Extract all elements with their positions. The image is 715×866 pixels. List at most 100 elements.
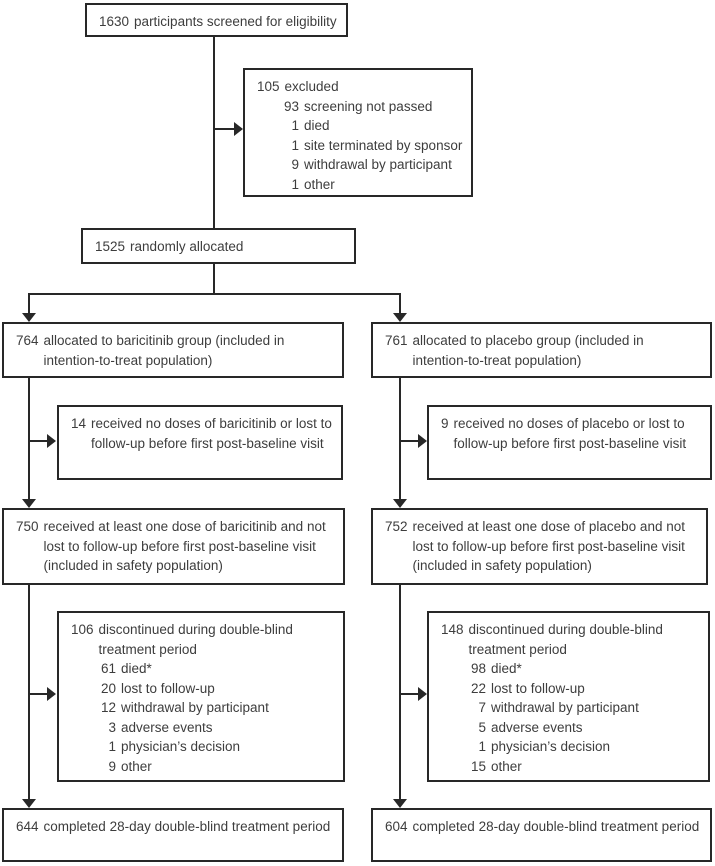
- baricitinib-allocated-count: 764: [16, 333, 39, 348]
- reason-label: withdrawal by participant: [491, 700, 639, 715]
- reason-count: 1: [108, 739, 116, 754]
- connector-placebo-alloc-to-safety: [399, 378, 401, 499]
- discontinued-reason-row: 9 other: [71, 757, 335, 777]
- excluded-reason-row: 1 site terminated by sponsor: [257, 136, 463, 156]
- placebo-discontinued-count: 148: [441, 622, 464, 637]
- excluded-reason-row: 1 other: [257, 175, 463, 195]
- baricitinib-discontinued-box: 106 discontinued during double-blind tre…: [57, 611, 345, 782]
- reason-label: adverse events: [491, 719, 583, 735]
- connector-branch-left-drop: [28, 293, 30, 313]
- baricitinib-notdosed-text: 14 received no doses of baricitinib or l…: [71, 414, 333, 453]
- arrow-down-placebo-icon: [393, 313, 407, 322]
- excluded-count: 105: [257, 79, 280, 94]
- arrow-down-baricitinib-icon: [22, 313, 36, 322]
- excluded-box: 105 excluded 93 screening not passed 1 d…: [243, 68, 473, 197]
- placebo-notdosed-text: 9 received no doses of placebo or lost t…: [441, 414, 702, 453]
- connector-to-excluded: [214, 128, 234, 130]
- placebo-discontinued-label: discontinued during double-blind treatme…: [468, 622, 663, 657]
- reason-label: physician’s decision: [121, 739, 241, 754]
- connector-screened-to-randomised: [213, 37, 215, 228]
- reason-label: died*: [491, 661, 522, 676]
- placebo-safety-count: 752: [385, 519, 408, 534]
- reason-count: 3: [108, 719, 116, 735]
- connector-baricitinib-to-discontinued: [28, 693, 47, 695]
- placebo-allocated-box: 761 allocated to placebo group (included…: [371, 322, 712, 378]
- reason-count: 93: [283, 98, 299, 114]
- arrow-right-baricitinib-notdosed-icon: [47, 434, 56, 448]
- discontinued-reason-row: 1 physician’s decision: [441, 737, 700, 757]
- excluded-reason-row: 93 screening not passed: [257, 97, 463, 117]
- arrow-down-placebo-completed-icon: [393, 799, 407, 808]
- reason-count: 98: [470, 661, 486, 676]
- placebo-safety-label: received at least one dose of placebo an…: [412, 519, 685, 573]
- placebo-completed-box: 604 completed 28-day double-blind treatm…: [371, 808, 712, 862]
- reason-label: adverse events: [121, 719, 213, 735]
- baricitinib-allocated-text: 764 allocated to baricitinib group (incl…: [16, 331, 334, 370]
- reason-label: withdrawal by participant: [121, 700, 269, 715]
- reason-count: 12: [100, 700, 116, 715]
- screened-label: participants screened for eligibility: [134, 14, 337, 29]
- baricitinib-completed-text: 644 completed 28-day double-blind treatm…: [16, 817, 334, 837]
- arrow-down-baricitinib-safety-icon: [22, 499, 36, 508]
- reason-count: 22: [470, 680, 486, 696]
- placebo-discontinued-text: 148 discontinued during double-blind tre…: [441, 620, 700, 659]
- placebo-completed-count: 604: [385, 819, 408, 834]
- connector-branch-horizontal: [28, 293, 401, 295]
- placebo-completed-text: 604 completed 28-day double-blind treatm…: [385, 817, 702, 837]
- excluded-reason-row: 1 died: [257, 116, 463, 136]
- randomised-label: randomly allocated: [130, 239, 244, 254]
- baricitinib-completed-count: 644: [16, 819, 39, 834]
- baricitinib-notdosed-count: 14: [71, 416, 87, 431]
- excluded-text: 105 excluded: [257, 77, 463, 97]
- placebo-notdosed-box: 9 received no doses of placebo or lost t…: [427, 405, 712, 480]
- reason-count: 5: [478, 719, 486, 735]
- reason-label: withdrawal by participant: [304, 157, 452, 172]
- placebo-allocated-text: 761 allocated to placebo group (included…: [385, 331, 702, 370]
- reason-label: physician’s decision: [491, 739, 611, 754]
- reason-label: died: [304, 118, 330, 133]
- baricitinib-safety-count: 750: [16, 519, 39, 534]
- arrow-right-baricitinib-discontinued-icon: [47, 687, 56, 701]
- discontinued-reason-row: 12 withdrawal by participant: [71, 698, 335, 718]
- randomised-box: 1525 randomly allocated: [81, 228, 356, 264]
- discontinued-reason-row: 20 lost to follow-up: [71, 679, 335, 699]
- screened-text: 1630 participants screened for eligibili…: [99, 12, 338, 32]
- arrow-down-placebo-safety-icon: [393, 499, 407, 508]
- placebo-notdosed-label: received no doses of placebo or lost to …: [453, 416, 687, 451]
- discontinued-reason-row: 3 adverse events: [71, 718, 335, 738]
- reason-count: 7: [478, 700, 486, 715]
- randomised-text: 1525 randomly allocated: [95, 237, 346, 257]
- reason-label: lost to follow-up: [121, 680, 215, 696]
- randomised-count: 1525: [95, 239, 126, 254]
- discontinued-reason-row: 61 died*: [71, 659, 335, 679]
- screened-box: 1630 participants screened for eligibili…: [85, 3, 348, 37]
- placebo-safety-text: 752 received at least one dose of placeb…: [385, 517, 698, 576]
- discontinued-reason-row: 22 lost to follow-up: [441, 679, 700, 699]
- reason-count: 15: [470, 758, 486, 774]
- connector-placebo-to-notdosed: [399, 440, 418, 442]
- reason-count: 9: [291, 157, 299, 172]
- baricitinib-completed-box: 644 completed 28-day double-blind treatm…: [2, 808, 344, 862]
- reason-count: 1: [291, 176, 299, 192]
- discontinued-reason-row: 7 withdrawal by participant: [441, 698, 700, 718]
- connector-baricitinib-to-notdosed: [28, 440, 47, 442]
- reason-count: 61: [100, 661, 116, 676]
- placebo-notdosed-count: 9: [441, 416, 449, 431]
- reason-label: lost to follow-up: [491, 680, 585, 696]
- discontinued-reason-row: 15 other: [441, 757, 700, 777]
- arrow-down-baricitinib-completed-icon: [22, 799, 36, 808]
- reason-label: other: [491, 758, 522, 774]
- screened-count: 1630: [99, 14, 130, 29]
- connector-placebo-to-discontinued: [399, 693, 418, 695]
- connector-branch-right-drop: [399, 293, 401, 313]
- baricitinib-notdosed-label: received no doses of baricitinib or lost…: [91, 416, 332, 451]
- placebo-allocated-count: 761: [385, 333, 408, 348]
- placebo-allocated-label: allocated to placebo group (included in …: [412, 333, 644, 368]
- reason-count: 1: [291, 137, 299, 153]
- baricitinib-discontinued-label: discontinued during double-blind treatme…: [98, 622, 293, 657]
- placebo-discontinued-box: 148 discontinued during double-blind tre…: [427, 611, 710, 782]
- excluded-label: excluded: [284, 79, 339, 94]
- baricitinib-discontinued-count: 106: [71, 622, 94, 637]
- connector-placebo-safety-to-completed: [399, 585, 401, 799]
